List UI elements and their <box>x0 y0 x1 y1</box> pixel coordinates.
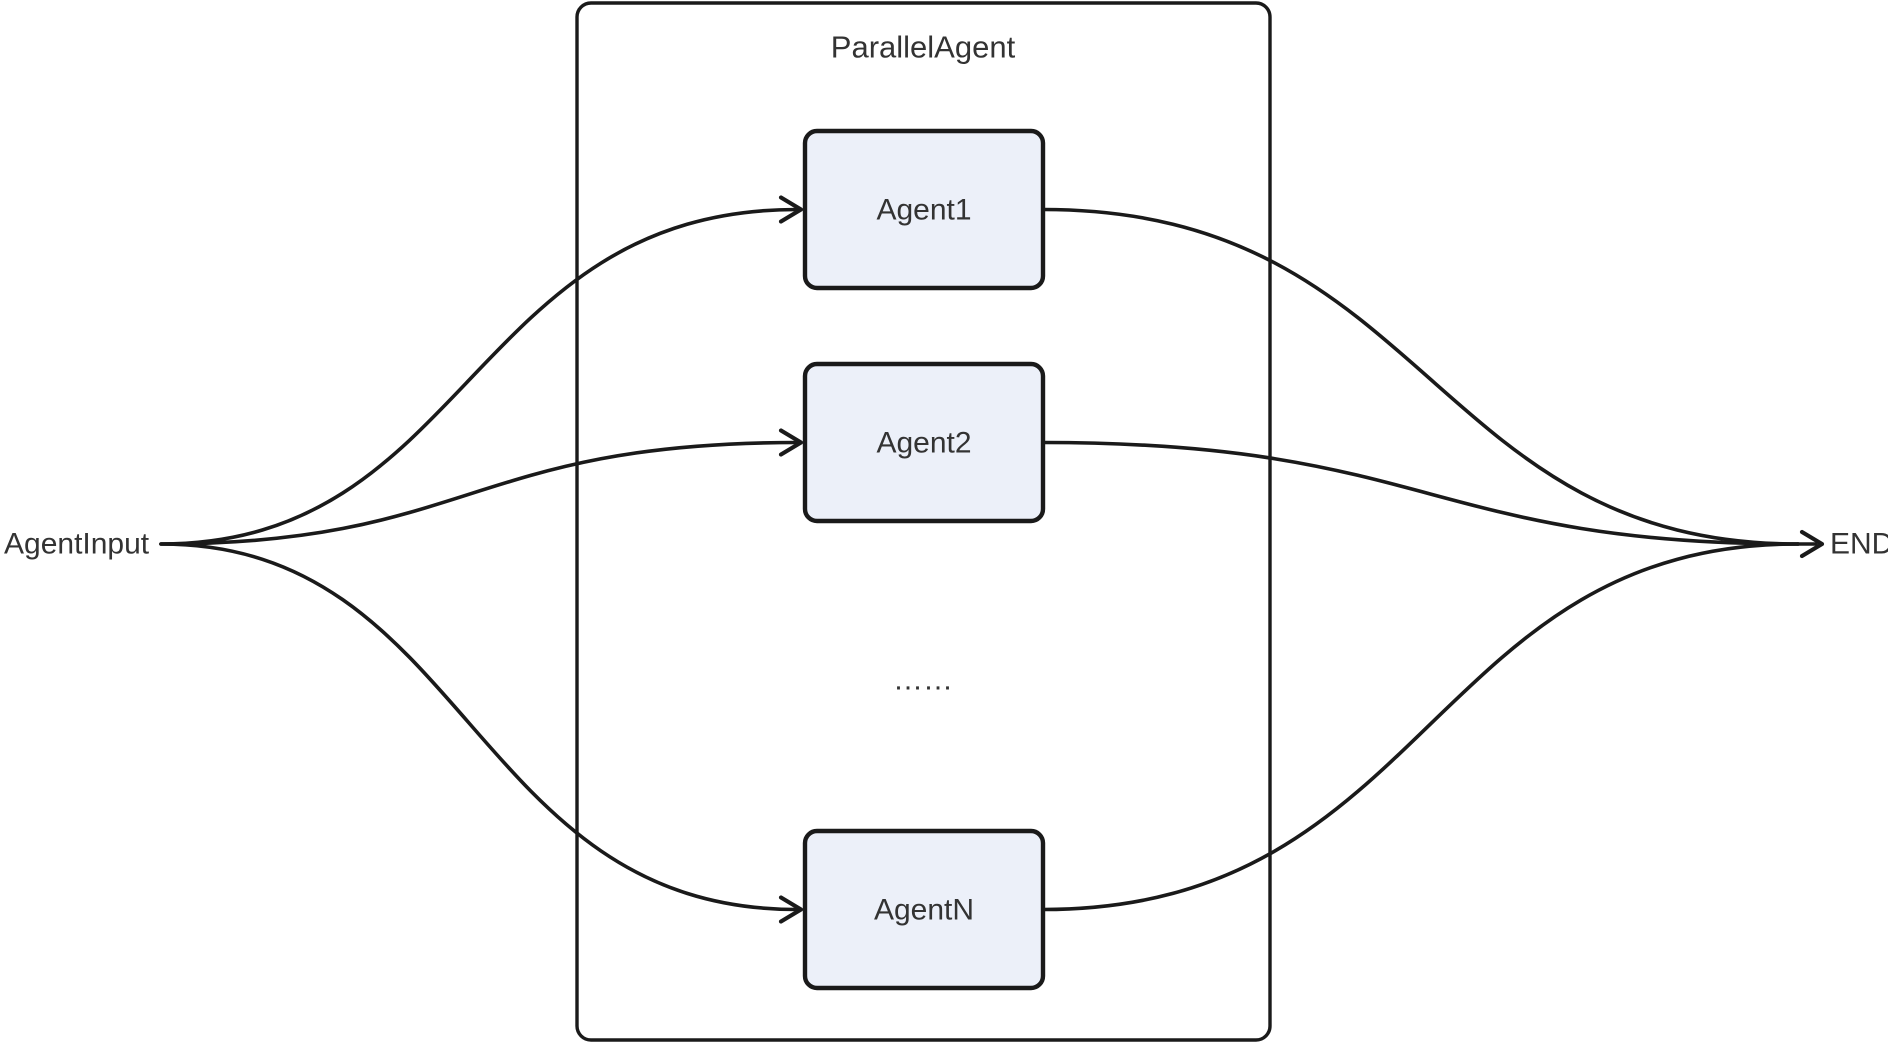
edge-input-to-agent1 <box>159 207 799 546</box>
node-agentn: AgentN <box>802 828 1046 991</box>
arrowhead-agentn-icon <box>778 895 804 924</box>
agentn-label: AgentN <box>874 894 974 927</box>
parallel-agent-container: ParallelAgent <box>575 1 1272 1042</box>
arrowhead-agent1-icon <box>778 195 804 224</box>
end-label: END <box>1830 528 1888 561</box>
node-agent2: Agent2 <box>802 361 1046 524</box>
container-title: ParallelAgent <box>831 30 1016 65</box>
more-agents-ellipsis: …… <box>893 664 953 697</box>
node-agent1: Agent1 <box>802 128 1046 291</box>
edge-agentn-to-end <box>1041 542 1800 912</box>
agent2-label: Agent2 <box>876 427 971 460</box>
arrowhead-end-icon <box>1799 529 1825 559</box>
edges-output <box>1041 207 1825 912</box>
edge-input-to-agentn <box>159 542 799 912</box>
edge-agent1-to-end <box>1041 207 1800 546</box>
edge-input-to-agent2 <box>159 440 799 546</box>
agent2-box <box>802 361 1046 524</box>
arrowhead-agent2-icon <box>778 428 804 457</box>
agent1-label: Agent1 <box>876 194 971 227</box>
agent1-box <box>802 128 1046 291</box>
container-border <box>575 1 1272 1042</box>
edges-input <box>159 195 804 924</box>
edge-agent2-to-end <box>1041 440 1800 546</box>
agentn-box <box>802 828 1046 991</box>
agent-input-label: AgentInput <box>4 528 150 561</box>
